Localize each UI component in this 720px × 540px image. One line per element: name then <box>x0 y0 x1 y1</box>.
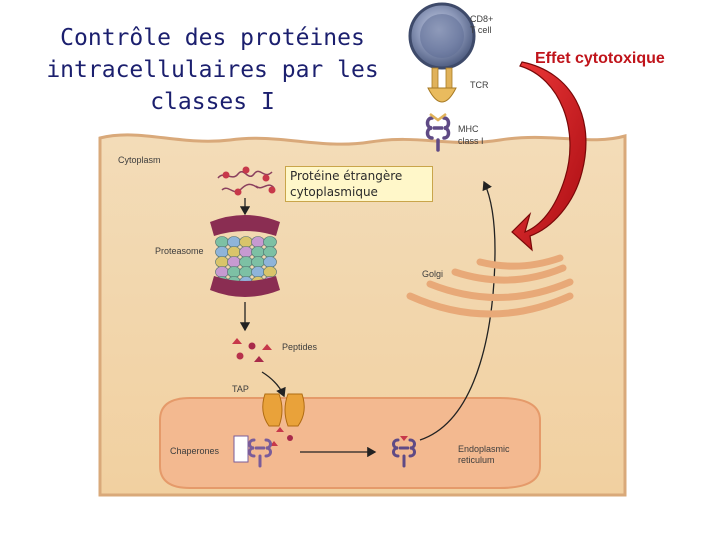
effect-label: Effet cytotoxique <box>535 50 665 67</box>
proteasome-subunit <box>215 256 229 268</box>
er-peptide <box>270 441 278 446</box>
label-mhc-class: class I <box>458 136 484 146</box>
tap-transporter <box>262 393 305 427</box>
arrow-to-tap <box>261 371 286 398</box>
endoplasmic-reticulum <box>159 397 541 489</box>
label-er-line2: reticulum <box>458 455 495 465</box>
slide-title: Contrôle des protéines intracellulaires … <box>46 25 379 115</box>
label-proteasome: Proteasome <box>155 246 204 256</box>
er-peptide <box>287 435 293 441</box>
tcr-receptor <box>427 67 457 103</box>
proteasome-subunit <box>251 266 265 278</box>
proteasome-subunit <box>227 236 241 248</box>
label-cytoplasm: Cytoplasm <box>118 155 161 165</box>
foreign-protein-cluster <box>217 166 276 196</box>
loaded-mhc-er <box>392 436 416 468</box>
proteasome-subunit <box>263 266 277 278</box>
label-mhc: MHC <box>458 124 479 134</box>
proteasome-subunit <box>263 236 277 248</box>
proteasome-subunit <box>215 236 229 248</box>
label-cd8: CD8+ <box>470 14 493 24</box>
chaperone-mhc-complex <box>233 435 272 468</box>
golgi <box>406 254 574 318</box>
label-chaperones: Chaperones <box>170 446 220 456</box>
label-er-line1: Endoplasmic <box>458 444 510 454</box>
label-tcell: T cell <box>470 25 491 35</box>
label-golgi: Golgi <box>422 269 443 279</box>
proteasome-subunit <box>215 266 229 278</box>
proteasome-subunit <box>215 246 229 258</box>
proteasome-subunit <box>263 256 277 268</box>
peptides <box>232 338 272 362</box>
mhc-class-i-surface <box>425 113 451 152</box>
proteasome-subunit <box>251 236 265 248</box>
proteasome-subunit <box>239 246 253 258</box>
proteasome-subunit <box>239 256 253 268</box>
label-tap: TAP <box>232 384 249 394</box>
tcell-nucleus <box>420 14 464 58</box>
arrow-er-to-surface <box>419 180 496 441</box>
proteasome-subunit <box>239 236 253 248</box>
label-tcr: TCR <box>470 80 489 90</box>
proteasome-subunit <box>227 246 241 258</box>
er-peptide <box>276 427 284 432</box>
proteasome <box>210 215 280 297</box>
proteasome-subunit <box>251 256 265 268</box>
proteasome-subunit <box>227 266 241 278</box>
proteasome-subunit <box>239 266 253 278</box>
cytotoxic-effect-arrow <box>511 61 587 252</box>
proteasome-subunit <box>263 246 277 258</box>
label-peptides: Peptides <box>282 342 318 352</box>
foreign-protein-callout: Protéine étrangère cytoplasmique <box>285 166 433 202</box>
proteasome-subunit <box>251 246 265 258</box>
proteasome-subunit <box>227 256 241 268</box>
